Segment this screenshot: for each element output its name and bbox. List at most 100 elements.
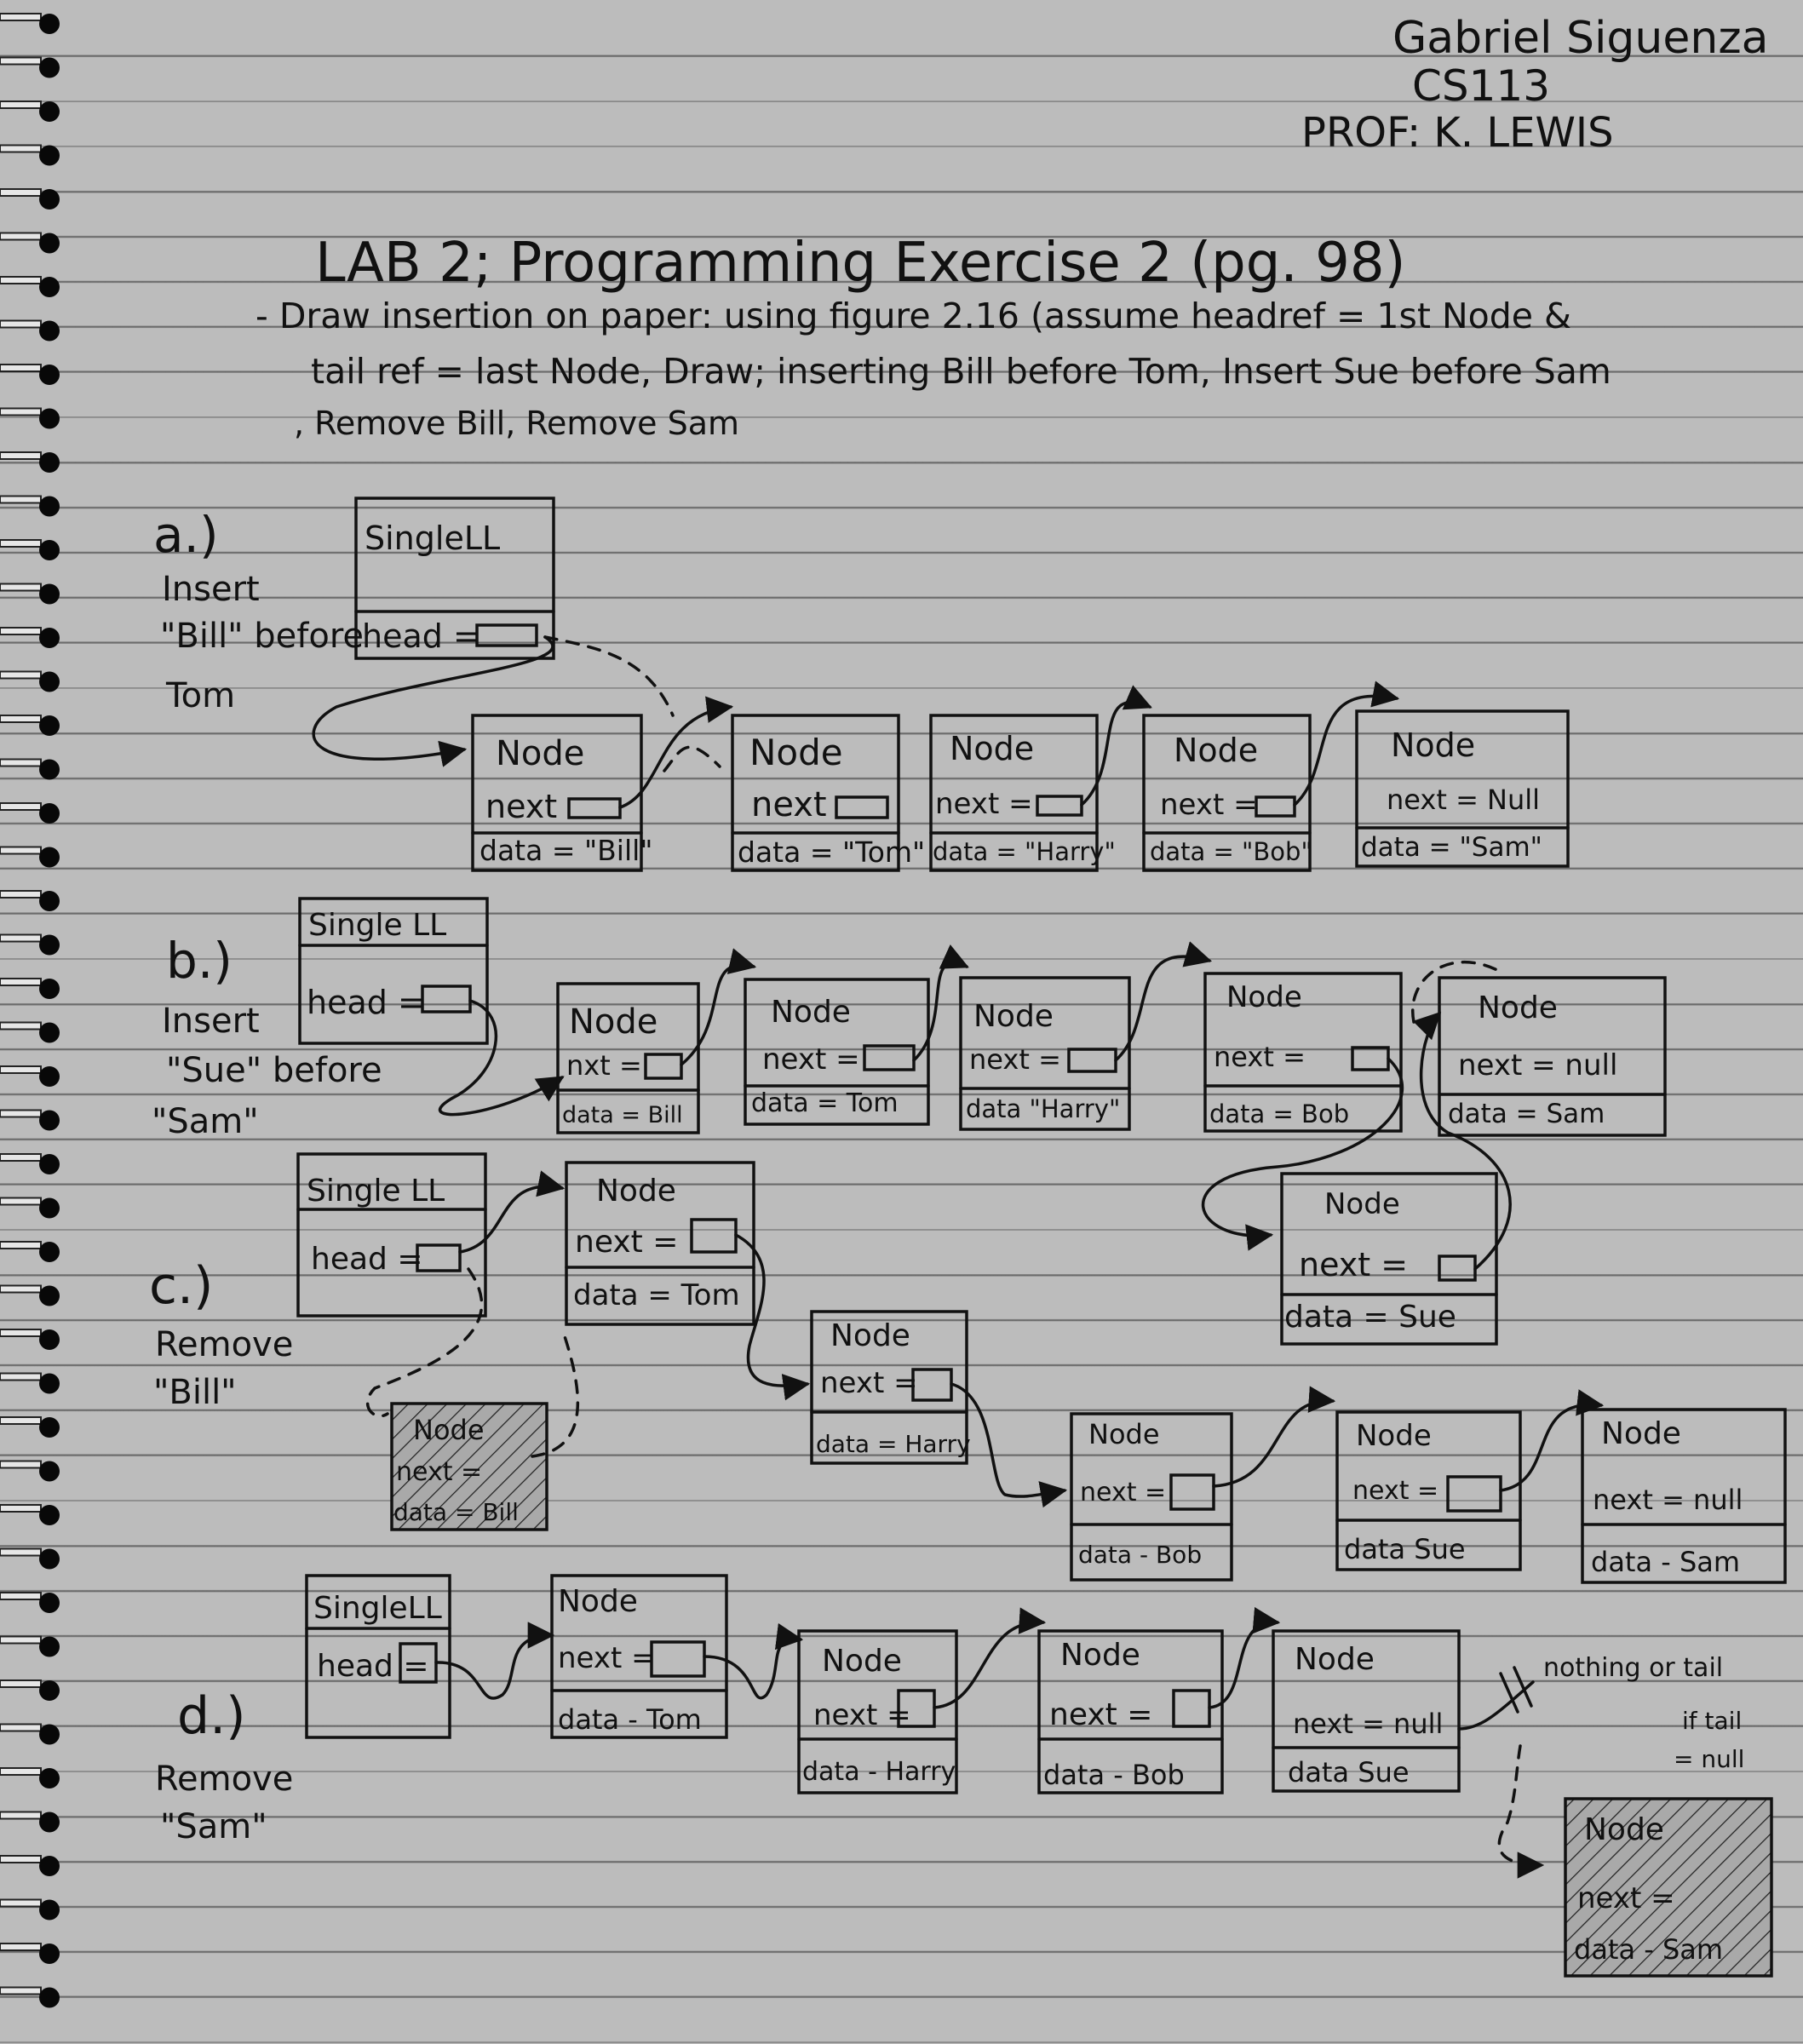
- spiral-ring: [0, 758, 60, 780]
- node-title: Node: [1060, 1638, 1140, 1673]
- instructions-line-3: , Remove Bill, Remove Sam: [294, 405, 739, 442]
- node-title: Node: [496, 734, 584, 773]
- part-a-node-tom: Node next data = "Tom": [731, 714, 925, 872]
- spiral-ring: [0, 715, 60, 736]
- node-data: data = Bob: [1209, 1100, 1349, 1128]
- spiral-ring: [0, 1329, 60, 1350]
- node-data: data = Bill: [393, 1498, 519, 1526]
- part-d-label: d.): [177, 1686, 246, 1746]
- part-d-link-bob-sue: [1208, 1606, 1281, 1709]
- node-data: data = Harry: [816, 1430, 971, 1458]
- course-code: CS113: [1412, 61, 1550, 111]
- node-next: next: [485, 788, 557, 825]
- student-name: Gabriel Siguenza: [1392, 13, 1769, 64]
- part-d-node-tom: Node next = data - Tom: [550, 1574, 728, 1739]
- spiral-ring: [0, 890, 60, 911]
- node-title: Node: [1295, 1642, 1375, 1677]
- part-b-singlell-title: Single LL: [308, 908, 446, 943]
- node-title: Node: [822, 1644, 902, 1679]
- part-a-node-bill: Node next data = "Bill": [471, 714, 652, 872]
- node-next: next =: [820, 1366, 918, 1400]
- spiral-ring: [0, 1855, 60, 1876]
- part-d-note-3: = null: [1674, 1745, 1744, 1773]
- part-d-node-bob: Node next = data - Bob: [1037, 1629, 1224, 1794]
- part-c-caption-1: Remove: [155, 1325, 293, 1364]
- node-data: data - Bob: [1078, 1541, 1202, 1569]
- part-a-node-harry: Node next = data = "Harry": [929, 714, 1116, 872]
- part-b-node-sam: Node next = null data = Sam: [1438, 976, 1667, 1137]
- part-d-node-sue: Node next = null data Sue: [1272, 1629, 1461, 1793]
- part-c-node-sue: Node next = data Sue: [1335, 1410, 1522, 1571]
- spiral-ring: [0, 1547, 60, 1570]
- part-a-singlell-box: SingleLL head =: [354, 497, 555, 660]
- node-next: next =: [1214, 1041, 1306, 1073]
- part-d-head-arrow: [434, 1622, 555, 1700]
- part-b-caption-3: "Sam": [152, 1102, 259, 1141]
- node-next: next: [751, 785, 827, 824]
- part-c-node-bob: Node next = data - Bob: [1070, 1412, 1233, 1582]
- spiral-ring: [0, 407, 60, 429]
- node-data: data = "Bob": [1150, 837, 1312, 866]
- part-b-caption-2: "Sue" before: [166, 1051, 382, 1090]
- spiral-ring: [0, 1197, 60, 1219]
- part-a-old-head-link: [543, 635, 675, 717]
- part-b-label: b.): [166, 932, 233, 990]
- node-next: next =: [558, 1641, 656, 1675]
- part-b-singlell-box: Single LL head =: [298, 897, 489, 1045]
- instructions-line-1: - Draw insertion on paper: using figure …: [256, 296, 1571, 336]
- spiral-ring: [0, 1592, 60, 1613]
- spiral-ring: [0, 1723, 60, 1745]
- node-title: Node: [1174, 732, 1258, 769]
- node-title: Node: [973, 999, 1054, 1034]
- part-a-link-bob-sam: [1293, 680, 1400, 807]
- node-title: Node: [1391, 726, 1475, 764]
- part-c-node-removed-bill: Node next = data = Bill: [390, 1402, 548, 1531]
- part-d-node-harry: Node next = data - Harry: [797, 1629, 958, 1794]
- node-next: next =: [762, 1042, 860, 1077]
- part-d-node-removed-sam: Node next = data - Sam: [1564, 1797, 1773, 1978]
- node-data: data = "Bill": [479, 834, 652, 867]
- part-a-caption-2: "Bill" before: [160, 617, 364, 656]
- spiral-ring: [0, 1898, 60, 1921]
- spiral-ring: [0, 539, 60, 560]
- node-data: data Sue: [1288, 1756, 1410, 1788]
- spiral-ring: [0, 1109, 60, 1131]
- part-a-link-harry-bob: [1080, 685, 1152, 807]
- spiral-ring: [0, 100, 60, 122]
- part-b-node-sue: Node next = data = Sue: [1280, 1172, 1498, 1346]
- node-data: data - Sam: [1574, 1933, 1723, 1966]
- node-title: Node: [1584, 1812, 1664, 1847]
- part-a-label: a.): [153, 506, 219, 564]
- node-title: Node: [830, 1318, 910, 1353]
- spiral-ring: [0, 495, 60, 517]
- node-data: data - Sam: [1591, 1546, 1740, 1578]
- part-c-removed-link: [531, 1327, 580, 1458]
- node-data: data - Harry: [802, 1757, 956, 1787]
- node-next: nxt =: [566, 1049, 642, 1082]
- node-next: next =: [396, 1457, 482, 1487]
- spiral-ring: [0, 1767, 60, 1788]
- node-data: data = "Sam": [1361, 832, 1542, 863]
- instructions-line-2: tail ref = last Node, Draw; inserting Bi…: [311, 351, 1611, 392]
- part-b-link-bill-tom: [680, 948, 757, 1066]
- node-data: data = "Tom": [738, 835, 925, 869]
- spiral-ring: [0, 451, 60, 473]
- node-data: data - Bob: [1043, 1759, 1185, 1791]
- part-d-note-2: if tail: [1682, 1707, 1742, 1735]
- part-c-node-harry: Node next = data = Harry: [810, 1310, 971, 1465]
- spiral-ring: [0, 933, 60, 956]
- node-next: next =: [1577, 1881, 1675, 1915]
- spiral-ring: [0, 1811, 60, 1833]
- spiral-ring: [0, 627, 60, 648]
- node-data: data = Sue: [1284, 1300, 1456, 1335]
- node-title: Node: [1478, 990, 1558, 1025]
- part-a-caption-3: Tom: [165, 676, 235, 715]
- node-next: next =: [813, 1698, 911, 1732]
- spiral-ring: [0, 670, 60, 692]
- page-title: LAB 2; Programming Exercise 2 (pg. 98): [315, 232, 1406, 295]
- part-a-singlell-title: SingleLL: [365, 520, 500, 557]
- part-d-singlell-box: SingleLL head =: [305, 1574, 451, 1739]
- spiral-ring: [0, 802, 60, 824]
- part-b-caption-1: Insert: [162, 1002, 260, 1041]
